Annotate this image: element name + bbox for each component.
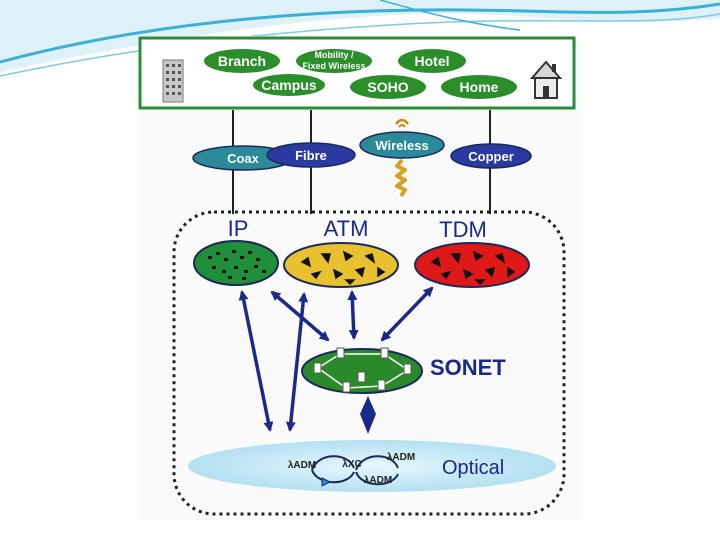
antenna-icon [395,118,409,198]
site-hotel: Hotel [398,49,466,73]
site-soho: SOHO [350,75,426,99]
site-branch-label: Branch [218,53,266,69]
site-mobility-label-1: Mobility / [315,50,354,60]
media-copper: Copper [450,143,532,169]
ip-network [193,240,279,286]
optical-layer [188,440,556,492]
media-wireless-label: Wireless [375,138,428,153]
media-coax-label: Coax [227,151,260,166]
site-branch: Branch [204,49,280,73]
optical-oadm-right-label: λADM [387,452,415,463]
arrow-atm-sonet [347,290,359,340]
site-home: Home [441,75,517,99]
tdm-network [414,242,530,288]
optical-oadm-left-label: λADM [288,460,316,471]
arrow-ip-optical-left [238,290,274,432]
arrow-ip-sonet [270,290,330,342]
core-network-boundary [172,210,566,516]
media-copper-label: Copper [468,149,514,164]
media-wireless: Wireless [359,131,445,159]
optical-oxc-label: λXC [342,459,361,470]
arrow-sonet-optical [360,396,376,434]
layer-sonet-title: SONET [430,355,506,380]
media-fibre: Fibre [266,142,356,168]
access-sites-frame [138,36,576,110]
arrow-tdm-sonet [380,286,434,342]
building-icon [162,59,184,103]
access-connectors [232,110,491,214]
site-campus: Campus [253,74,325,96]
sonet-ring [301,347,423,394]
optical-oadm-bottom-label: λADM [364,475,392,486]
site-mobility-label-2: Fixed Wireless [303,61,366,71]
layer-optical-title: Optical [442,457,504,479]
layer-tdm-title: TDM [439,217,487,242]
site-hotel-label: Hotel [415,53,450,69]
site-campus-label: Campus [261,77,316,93]
site-soho-label: SOHO [367,79,408,95]
media-fibre-label: Fibre [295,148,327,163]
atm-network [283,242,399,288]
layer-arrows [238,286,434,432]
house-icon [529,60,563,99]
layer-atm-title: ATM [324,216,369,241]
layer-ip-title: IP [228,216,249,241]
site-home-label: Home [460,79,499,95]
header-wave-decoration [0,0,720,77]
site-mobility: Mobility / Fixed Wireless [296,49,372,73]
